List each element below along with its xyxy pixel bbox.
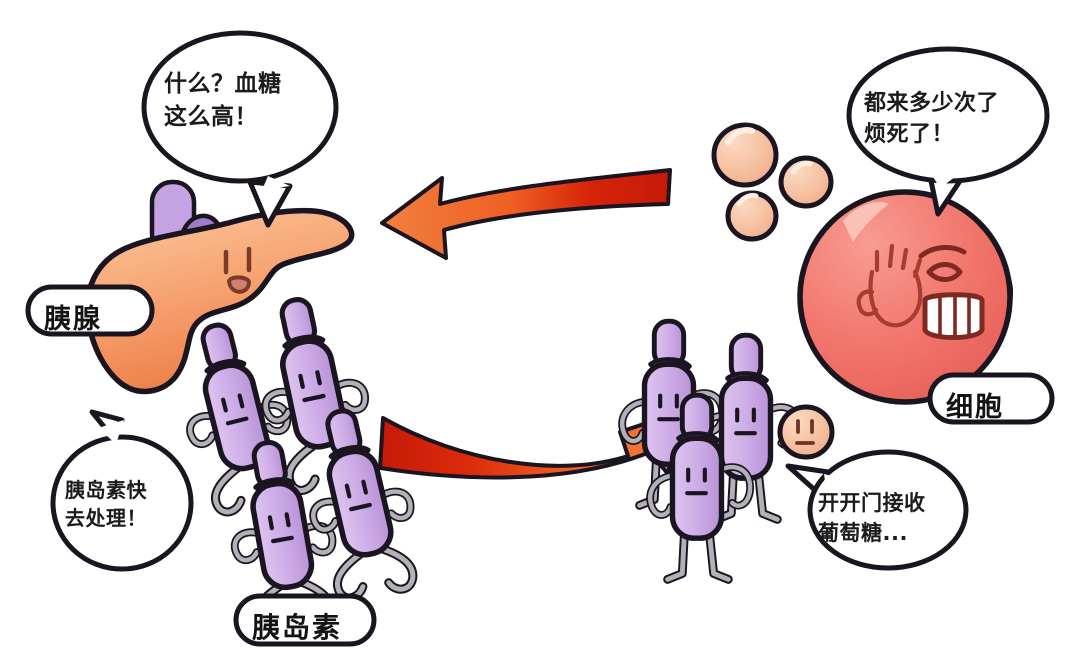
arrow-cell-to-pancreas — [380, 168, 672, 260]
insulin-label-pill — [233, 593, 377, 647]
insulin-request-bubble — [785, 449, 969, 571]
insulin-label: 胰岛素 — [252, 611, 343, 644]
insulin-order-bubble-text: 胰岛素快 去处理！ — [65, 478, 147, 531]
pancreas-label-pill — [25, 284, 155, 337]
pancreas-bubble — [141, 30, 339, 228]
cell-character[interactable] — [797, 189, 1014, 405]
cell-label: 细胞 — [946, 392, 1004, 423]
glucose-cluster-top — [711, 122, 834, 242]
insulin-order-bubble — [50, 409, 194, 572]
cell-bubble-text: 都来多少次了 烦死了！ — [864, 91, 1000, 148]
pancreas-bubble-text: 什么？血糖 这么高！ — [164, 71, 282, 130]
glucose-with-face — [777, 404, 835, 460]
pancreas-label: 胰腺 — [44, 304, 102, 335]
cell-bubble — [846, 46, 1050, 217]
pancreas-character[interactable] — [84, 179, 355, 395]
cell-hand — [856, 243, 923, 328]
insulin-request-bubble-text: 开开门接收 葡萄糖... — [818, 491, 926, 545]
cell-label-pill — [927, 372, 1055, 425]
insulin-group-standing[interactable] — [622, 321, 799, 579]
pancreas-face — [223, 246, 252, 294]
